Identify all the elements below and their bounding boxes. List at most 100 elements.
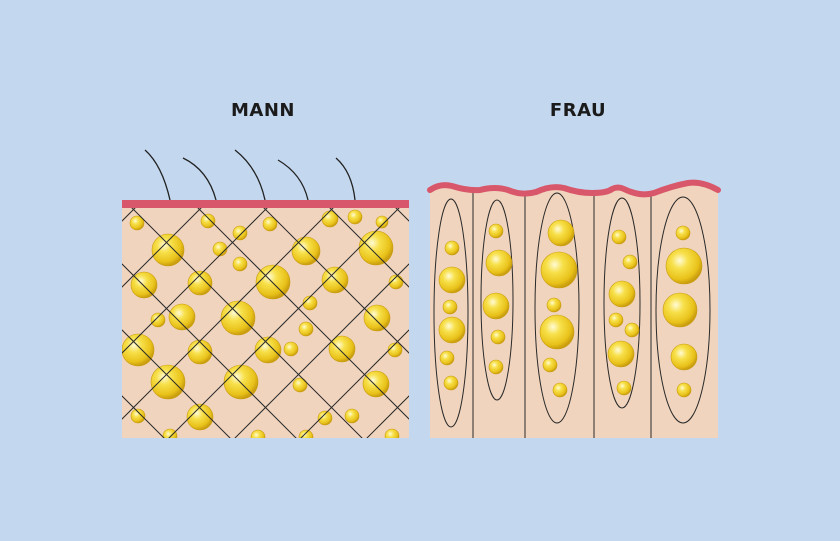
fat-cell bbox=[200, 213, 216, 229]
hair-strand bbox=[182, 157, 217, 201]
fat-cell bbox=[298, 321, 314, 337]
hair-strand bbox=[335, 157, 356, 201]
fat-cell bbox=[328, 335, 356, 363]
fat-chamber bbox=[433, 198, 469, 428]
fat-cell bbox=[442, 299, 458, 315]
label-female: FRAU bbox=[549, 100, 607, 121]
septum-line bbox=[327, 206, 409, 288]
fat-cell bbox=[616, 380, 632, 396]
male-tissue bbox=[0, 149, 409, 445]
fat-cell bbox=[363, 304, 391, 332]
septum-line bbox=[366, 395, 409, 438]
fat-cell bbox=[375, 215, 389, 229]
septum-line bbox=[129, 206, 363, 438]
female-skin-surface bbox=[427, 179, 721, 198]
fat-cell bbox=[490, 329, 506, 345]
fat-cell bbox=[387, 342, 403, 358]
fat-cell bbox=[232, 256, 248, 272]
fat-cell bbox=[151, 233, 185, 267]
fat-cell bbox=[539, 314, 575, 350]
fat-cell bbox=[254, 336, 282, 364]
septum-line bbox=[122, 329, 231, 438]
male-skin-surface bbox=[122, 200, 409, 208]
fat-cell bbox=[298, 429, 314, 438]
fat-cell bbox=[439, 350, 455, 366]
fat-cell bbox=[485, 249, 513, 277]
septum-line bbox=[0, 200, 105, 445]
fat-cell bbox=[388, 274, 404, 290]
fat-cell bbox=[187, 270, 213, 296]
fat-cell bbox=[162, 428, 178, 438]
fat-cell bbox=[250, 429, 266, 438]
fat-cell bbox=[608, 280, 636, 308]
septum-line bbox=[122, 395, 165, 438]
fat-cell bbox=[262, 216, 278, 232]
fat-cell bbox=[321, 266, 349, 294]
fat-cell bbox=[186, 403, 214, 431]
septum-line bbox=[122, 206, 138, 222]
male-septa-mesh bbox=[0, 200, 409, 445]
fat-cell bbox=[611, 229, 627, 245]
fat-cell bbox=[317, 410, 333, 426]
label-male: MANN bbox=[231, 100, 295, 121]
female-septa bbox=[472, 182, 652, 438]
fat-cell bbox=[438, 266, 466, 294]
fat-cell bbox=[129, 215, 145, 231]
fat-cell bbox=[122, 333, 155, 367]
fat-cell bbox=[150, 364, 186, 400]
fat-cell bbox=[443, 375, 459, 391]
septum-line bbox=[122, 206, 270, 354]
fat-chamber bbox=[534, 192, 580, 424]
septum-line bbox=[300, 329, 409, 438]
hair-strand bbox=[234, 149, 266, 201]
hair-strand bbox=[277, 159, 309, 201]
septum-line bbox=[168, 206, 402, 438]
septum-line bbox=[0, 200, 11, 445]
hair-strands bbox=[144, 149, 356, 201]
fat-cell bbox=[665, 247, 703, 285]
fat-cell bbox=[540, 251, 578, 289]
female-fat-cells bbox=[438, 219, 703, 398]
fat-cell bbox=[187, 339, 213, 365]
fat-cell bbox=[232, 225, 248, 241]
fat-cell bbox=[344, 408, 360, 424]
septum-line bbox=[234, 263, 409, 438]
male-fat-cells bbox=[122, 209, 404, 438]
fat-cell bbox=[220, 300, 256, 336]
fat-cell bbox=[622, 254, 638, 270]
fat-cell bbox=[384, 428, 400, 438]
fat-cell bbox=[675, 225, 691, 241]
fat-cell bbox=[212, 241, 228, 257]
fat-cell bbox=[347, 209, 363, 225]
septum-line bbox=[195, 206, 409, 420]
fat-chamber bbox=[655, 196, 711, 424]
fat-cell bbox=[291, 236, 321, 266]
fat-cell bbox=[358, 230, 394, 266]
fat-cell bbox=[662, 292, 698, 328]
fat-chambers bbox=[433, 192, 711, 428]
fat-cell bbox=[168, 303, 196, 331]
hair-strand bbox=[144, 149, 171, 201]
fat-cell bbox=[488, 359, 504, 375]
septum-line bbox=[122, 206, 336, 420]
septum-line bbox=[0, 200, 77, 445]
fat-cell bbox=[552, 382, 568, 398]
septum-line bbox=[0, 200, 39, 445]
fat-cell bbox=[542, 357, 558, 373]
fat-cell bbox=[292, 377, 308, 393]
fat-cell bbox=[302, 295, 318, 311]
fat-cell bbox=[150, 312, 166, 328]
fat-cell bbox=[624, 322, 640, 338]
fat-cell bbox=[546, 297, 562, 313]
fat-cell bbox=[130, 408, 146, 424]
fat-cell bbox=[482, 292, 510, 320]
septum-line bbox=[122, 263, 297, 438]
fat-cell bbox=[607, 340, 635, 368]
septum-line bbox=[261, 206, 409, 354]
fat-cell bbox=[223, 364, 259, 400]
fat-cell bbox=[362, 370, 390, 398]
fat-cell bbox=[670, 343, 698, 371]
fat-cell bbox=[130, 271, 158, 299]
fat-cell bbox=[608, 312, 624, 328]
